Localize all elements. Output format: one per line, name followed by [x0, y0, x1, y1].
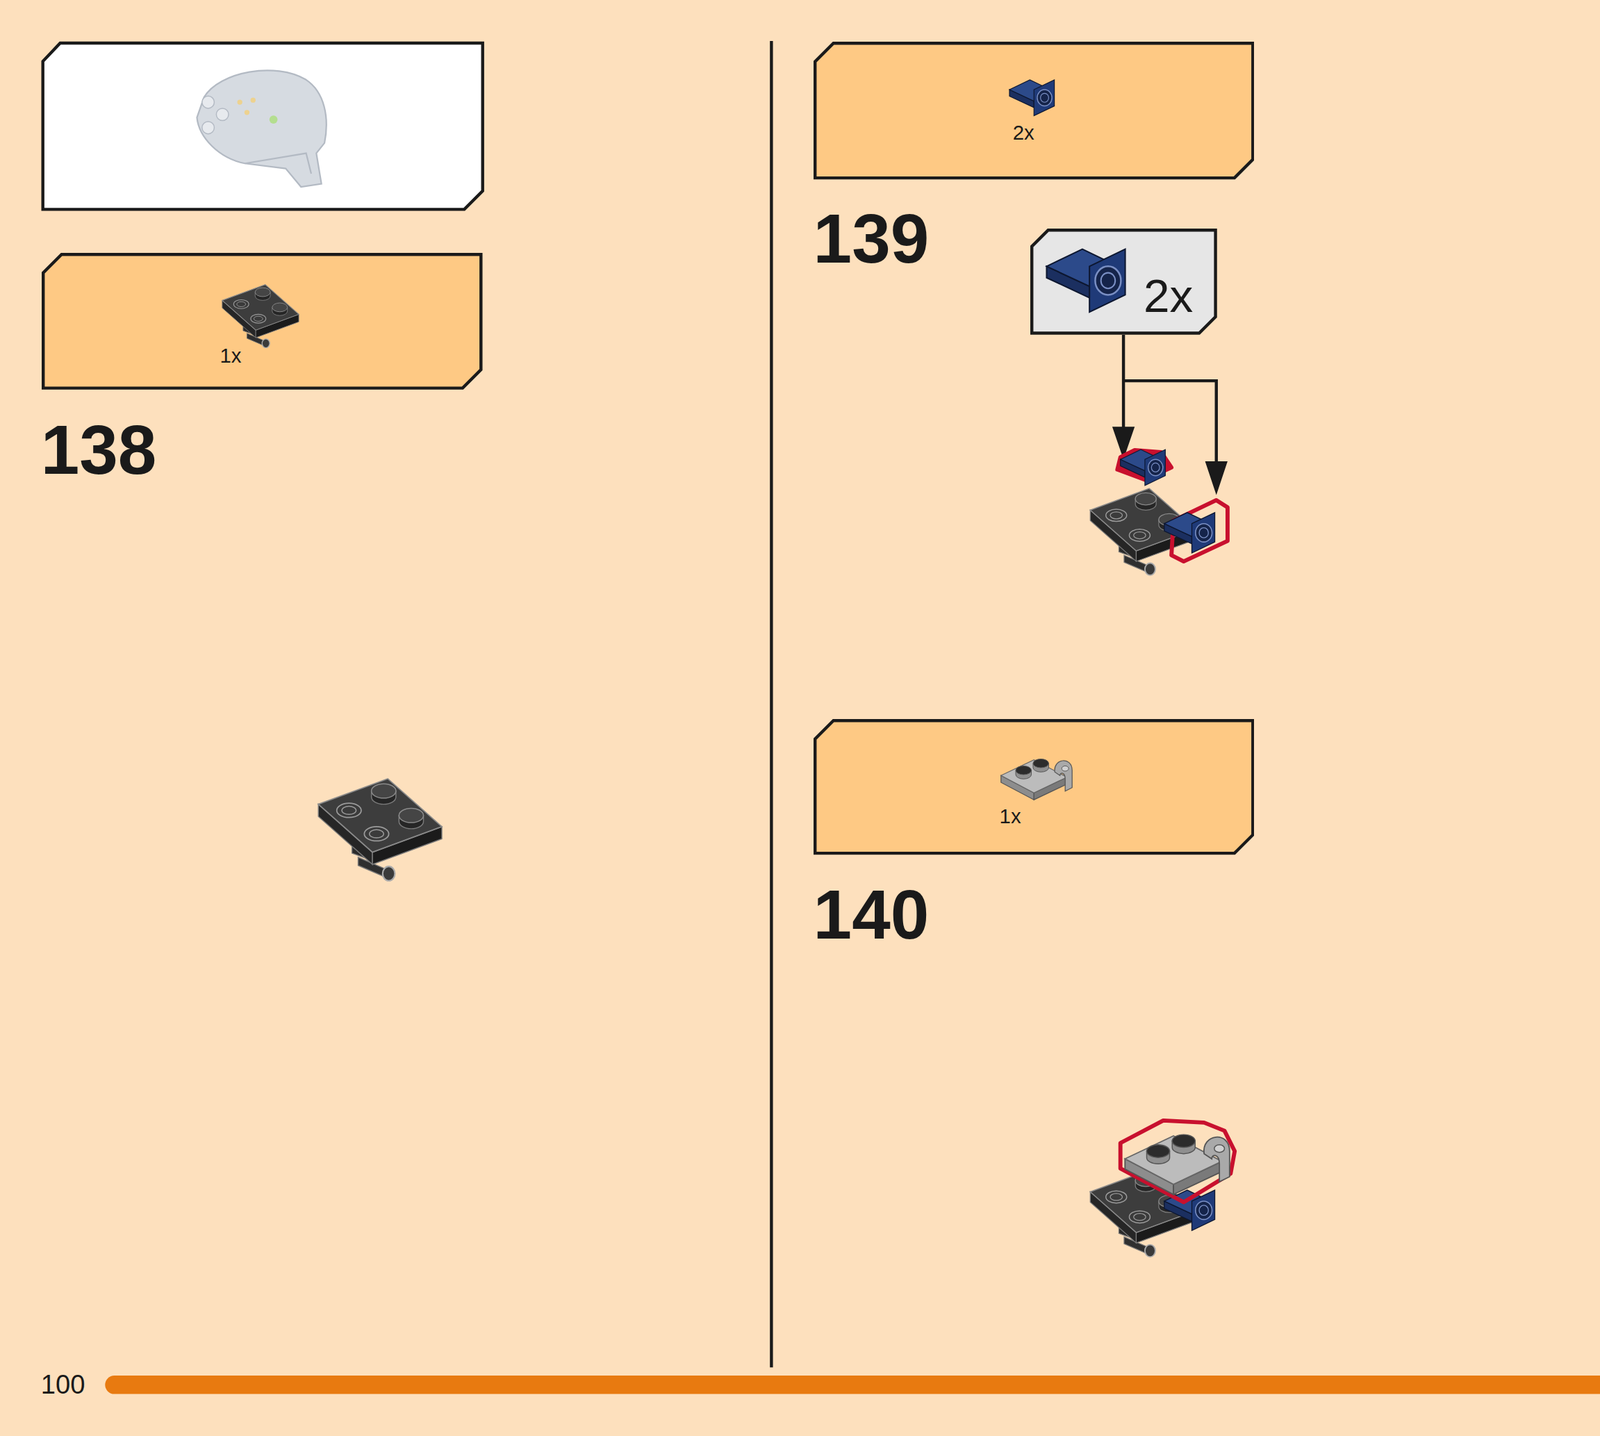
- helmet-preview: [269, 115, 278, 124]
- step-140-model: [1124, 1134, 1230, 1195]
- parts-box: 1x: [813, 719, 1255, 855]
- callout-arrows: [1205, 461, 1228, 495]
- preview-box: [43, 43, 483, 210]
- helmet-preview: [245, 153, 312, 174]
- page-number: 100: [40, 1371, 86, 1398]
- quantity-label: 1x: [999, 805, 1022, 827]
- step-139-model: [1164, 512, 1216, 554]
- step-number: 140: [813, 880, 930, 950]
- part-icon: [1046, 249, 1126, 312]
- part-icon: [1009, 79, 1055, 117]
- quantity-label: 1x: [219, 345, 242, 366]
- helmet-preview: [250, 97, 256, 103]
- part-icon: [222, 284, 299, 349]
- progress-bar: [104, 1375, 1600, 1394]
- step-140-model: [1120, 1120, 1236, 1203]
- step-139-model: [1120, 449, 1166, 486]
- step-138-model: [318, 778, 442, 881]
- callout-box: 2x: [1030, 228, 1218, 335]
- helmet-preview: [196, 70, 326, 187]
- part-icon: [1000, 759, 1072, 801]
- step-number: 138: [40, 415, 158, 485]
- box-shape: [43, 254, 481, 388]
- helmet-preview: [196, 70, 326, 187]
- step-140-model: [1124, 1134, 1230, 1195]
- part-icon: [1046, 249, 1126, 312]
- part-icon: [1009, 79, 1055, 117]
- preview-box: [43, 43, 483, 210]
- helmet-preview: [202, 121, 215, 135]
- step-number: 139: [813, 204, 930, 274]
- divider: [769, 40, 773, 1368]
- quantity-label: 2x: [1143, 272, 1193, 320]
- parts-box: 1x: [41, 252, 483, 390]
- callout-arrows: [1112, 334, 1228, 496]
- box-outline: [813, 41, 1255, 180]
- helmet-preview: [202, 95, 215, 109]
- helmet-preview: [244, 109, 250, 115]
- box-outline: [813, 719, 1255, 855]
- box-shape: [1032, 229, 1216, 333]
- step-139-model: [1090, 449, 1228, 576]
- callout-arrows: [1123, 334, 1217, 462]
- step-139-model: [1164, 512, 1216, 554]
- parts-box: 2x: [813, 41, 1255, 180]
- step-139-model: [1120, 449, 1166, 486]
- box-shape: [814, 721, 1253, 854]
- step-138-model: [318, 778, 442, 881]
- helmet-preview: [236, 99, 242, 105]
- part-icon: [1000, 759, 1072, 801]
- step-140-model: [1090, 1120, 1235, 1257]
- quantity-label: 2x: [1012, 122, 1035, 143]
- part-icon: [222, 284, 299, 349]
- box-shape: [814, 43, 1253, 178]
- helmet-preview: [216, 108, 229, 121]
- box-outline: [41, 252, 483, 390]
